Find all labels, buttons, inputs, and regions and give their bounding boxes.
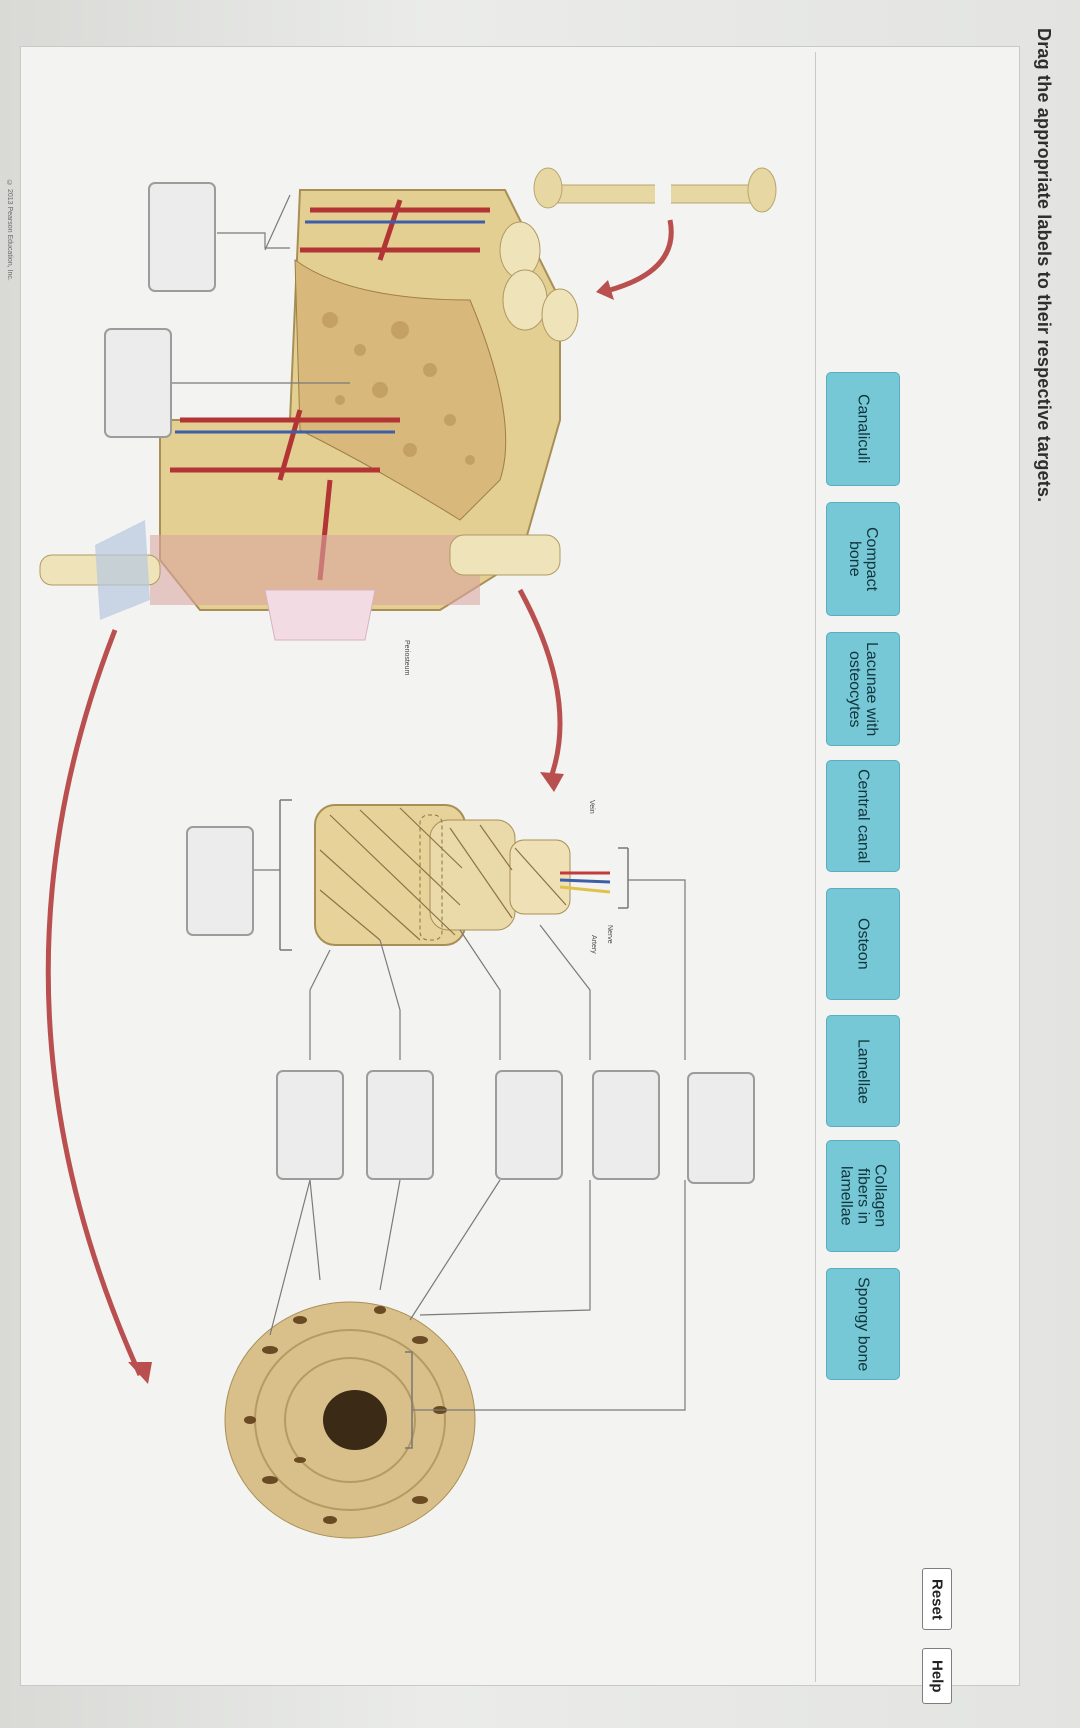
arrow-to-cross-section (45, 629, 143, 1377)
bone-section-illustration: Periosteum (39, 189, 579, 676)
drop-target-spongy-region[interactable] (148, 182, 216, 292)
label-chip-compact-bone[interactable]: Compact bone (826, 502, 900, 616)
leader-lines (172, 194, 686, 1411)
instruction-text: Drag the appropriate labels to their res… (1034, 28, 1054, 503)
drop-target-4[interactable] (592, 1070, 660, 1180)
label-chip-lacunae[interactable]: Lacunae with osteocytes (826, 632, 900, 746)
reset-button[interactable]: Reset (922, 1568, 952, 1630)
nerve-label: Nerve (606, 925, 613, 944)
vein-label: Vein (588, 800, 595, 814)
osteon-cross-section (224, 1301, 476, 1539)
label-chip-collagen-fibers[interactable]: Collagen fibers in lamellae (826, 1140, 900, 1252)
arrow-to-osteon (517, 588, 563, 781)
label-chip-lamellae[interactable]: Lamellae (826, 1015, 900, 1127)
label-chip-osteon[interactable]: Osteon (826, 888, 900, 1000)
drop-target-1[interactable] (276, 1070, 344, 1180)
help-button[interactable]: Help (922, 1648, 952, 1704)
label-chip-canaliculi[interactable]: Canaliculi (826, 372, 900, 486)
long-bone-icon (533, 167, 777, 213)
osteon-illustration: Vein Artery Nerve (314, 800, 613, 954)
drop-target-compact-region[interactable] (104, 328, 172, 438)
arrow-to-section (609, 219, 674, 293)
label-chip-spongy-bone[interactable]: Spongy bone (826, 1268, 900, 1380)
copyright-text: © 2013 Pearson Education, Inc. (6, 180, 13, 281)
drop-target-osteon-bracket[interactable] (186, 826, 254, 936)
drop-target-2[interactable] (366, 1070, 434, 1180)
label-bank-divider (815, 52, 816, 1682)
drop-target-3[interactable] (495, 1070, 563, 1180)
artery-label: Artery (590, 935, 597, 954)
periosteum-label: Periosteum (403, 640, 410, 676)
drop-target-5[interactable] (687, 1072, 755, 1184)
label-chip-central-canal[interactable]: Central canal (826, 760, 900, 872)
